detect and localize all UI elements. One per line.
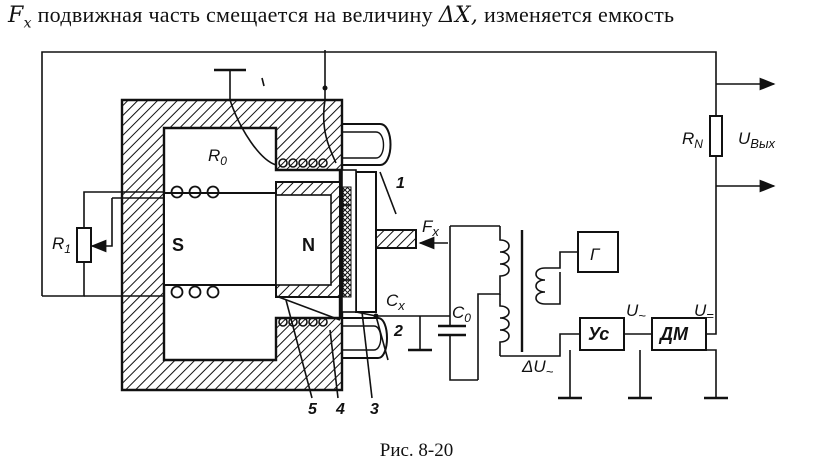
force-symbol: Fx: [8, 3, 32, 32]
label-fx: Fx: [422, 217, 439, 239]
label-cx: Cx: [386, 291, 405, 313]
spring-top: [342, 123, 392, 166]
label-number-1: 1: [396, 175, 405, 192]
coil-r1-turns: [170, 185, 220, 299]
label-number-4: 4: [335, 401, 345, 418]
label-amplifier: Ус: [588, 324, 609, 344]
label-generator: Г: [590, 245, 601, 264]
coil-r0-top: [278, 158, 328, 168]
label-n-pole: N: [302, 235, 315, 255]
resistor-rn: [709, 115, 723, 157]
label-r0: R0: [208, 146, 227, 168]
delta-x-symbol: ΔX,: [438, 3, 479, 28]
capacitor-plate-cx: [342, 186, 352, 298]
label-s-pole: S: [172, 235, 184, 255]
resistor-r1: [76, 227, 92, 263]
magnet-yoke: [120, 98, 344, 392]
label-number-2: 2: [393, 323, 403, 340]
label-number-5: 5: [308, 401, 318, 418]
rod-1: [375, 229, 417, 249]
label-u-ac: U~: [626, 301, 646, 323]
label-rn: RN: [682, 129, 703, 151]
header-text: Fx подвижная часть смещается на величину…: [8, 2, 828, 36]
spring-bottom: [342, 317, 388, 359]
generator-box: [577, 231, 619, 273]
demodulator-box: [651, 317, 707, 351]
label-c0: C0: [452, 303, 471, 325]
label-delta-u: ΔU~: [521, 357, 554, 379]
moving-plate-outer: [355, 171, 377, 313]
header-text-after: изменяется емкость: [483, 2, 675, 27]
label-number-3: 3: [370, 401, 379, 418]
figure-caption: Рис. 8-20: [379, 440, 454, 461]
label-demodulator: ДМ: [658, 324, 689, 344]
label-u-out: UВых: [738, 129, 776, 151]
amplifier-box: [579, 317, 625, 351]
header-text-before: подвижная часть смещается на величину: [37, 2, 433, 27]
label-r1: R1: [52, 234, 71, 256]
label-u-dc: U=: [694, 301, 714, 323]
